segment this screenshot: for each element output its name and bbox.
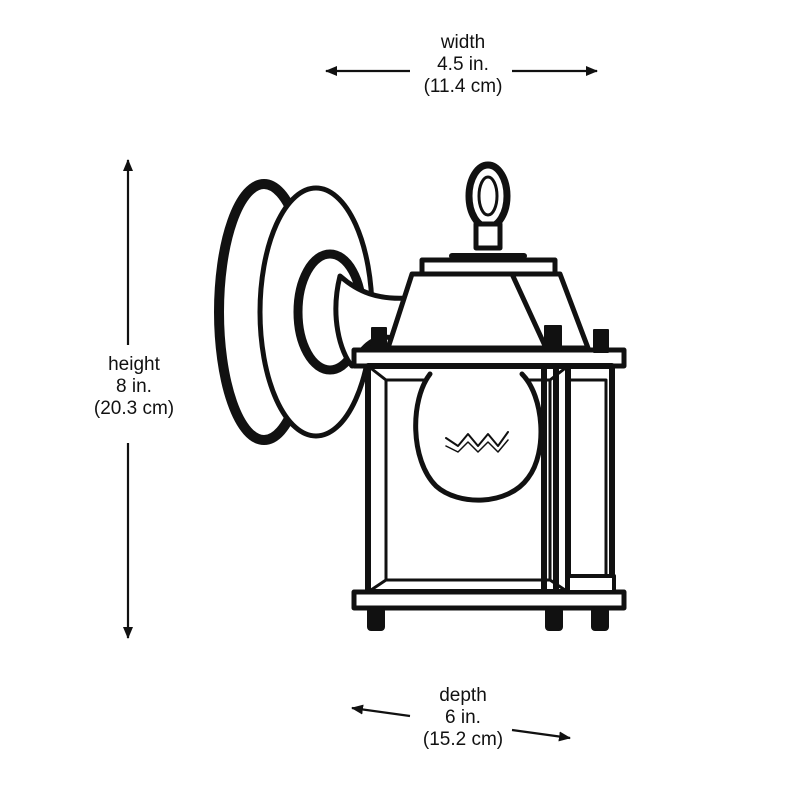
lantern-top-band bbox=[351, 325, 627, 369]
lantern-posts bbox=[541, 363, 559, 595]
lantern-glass-side bbox=[565, 363, 615, 595]
width-metric: (11.4 cm) bbox=[423, 76, 503, 97]
depth-imperial: 6 in. bbox=[445, 707, 481, 728]
depth-metric: (15.2 cm) bbox=[422, 729, 504, 750]
height-metric: (20.3 cm) bbox=[93, 398, 175, 419]
depth-label: depth 6 in. (15.2 cm) bbox=[383, 685, 543, 751]
lantern-illustration bbox=[214, 161, 627, 631]
lantern-finial bbox=[449, 161, 527, 259]
width-name: width bbox=[440, 32, 486, 53]
lantern-base bbox=[351, 574, 627, 631]
depth-arrow-left bbox=[351, 704, 411, 718]
width-imperial: 4.5 in. bbox=[437, 54, 489, 75]
width-label: width 4.5 in. (11.4 cm) bbox=[383, 32, 543, 98]
lantern-backplate bbox=[214, 179, 375, 445]
depth-arrow-right bbox=[511, 728, 571, 742]
height-imperial: 8 in. bbox=[116, 376, 152, 397]
lantern-roof bbox=[385, 257, 591, 351]
depth-arrow bbox=[351, 704, 571, 742]
height-label: height 8 in. (20.3 cm) bbox=[54, 354, 214, 420]
depth-name: depth bbox=[439, 685, 487, 706]
height-name: height bbox=[108, 354, 160, 375]
lantern-arm bbox=[333, 273, 411, 369]
lantern-bulb bbox=[413, 371, 544, 503]
